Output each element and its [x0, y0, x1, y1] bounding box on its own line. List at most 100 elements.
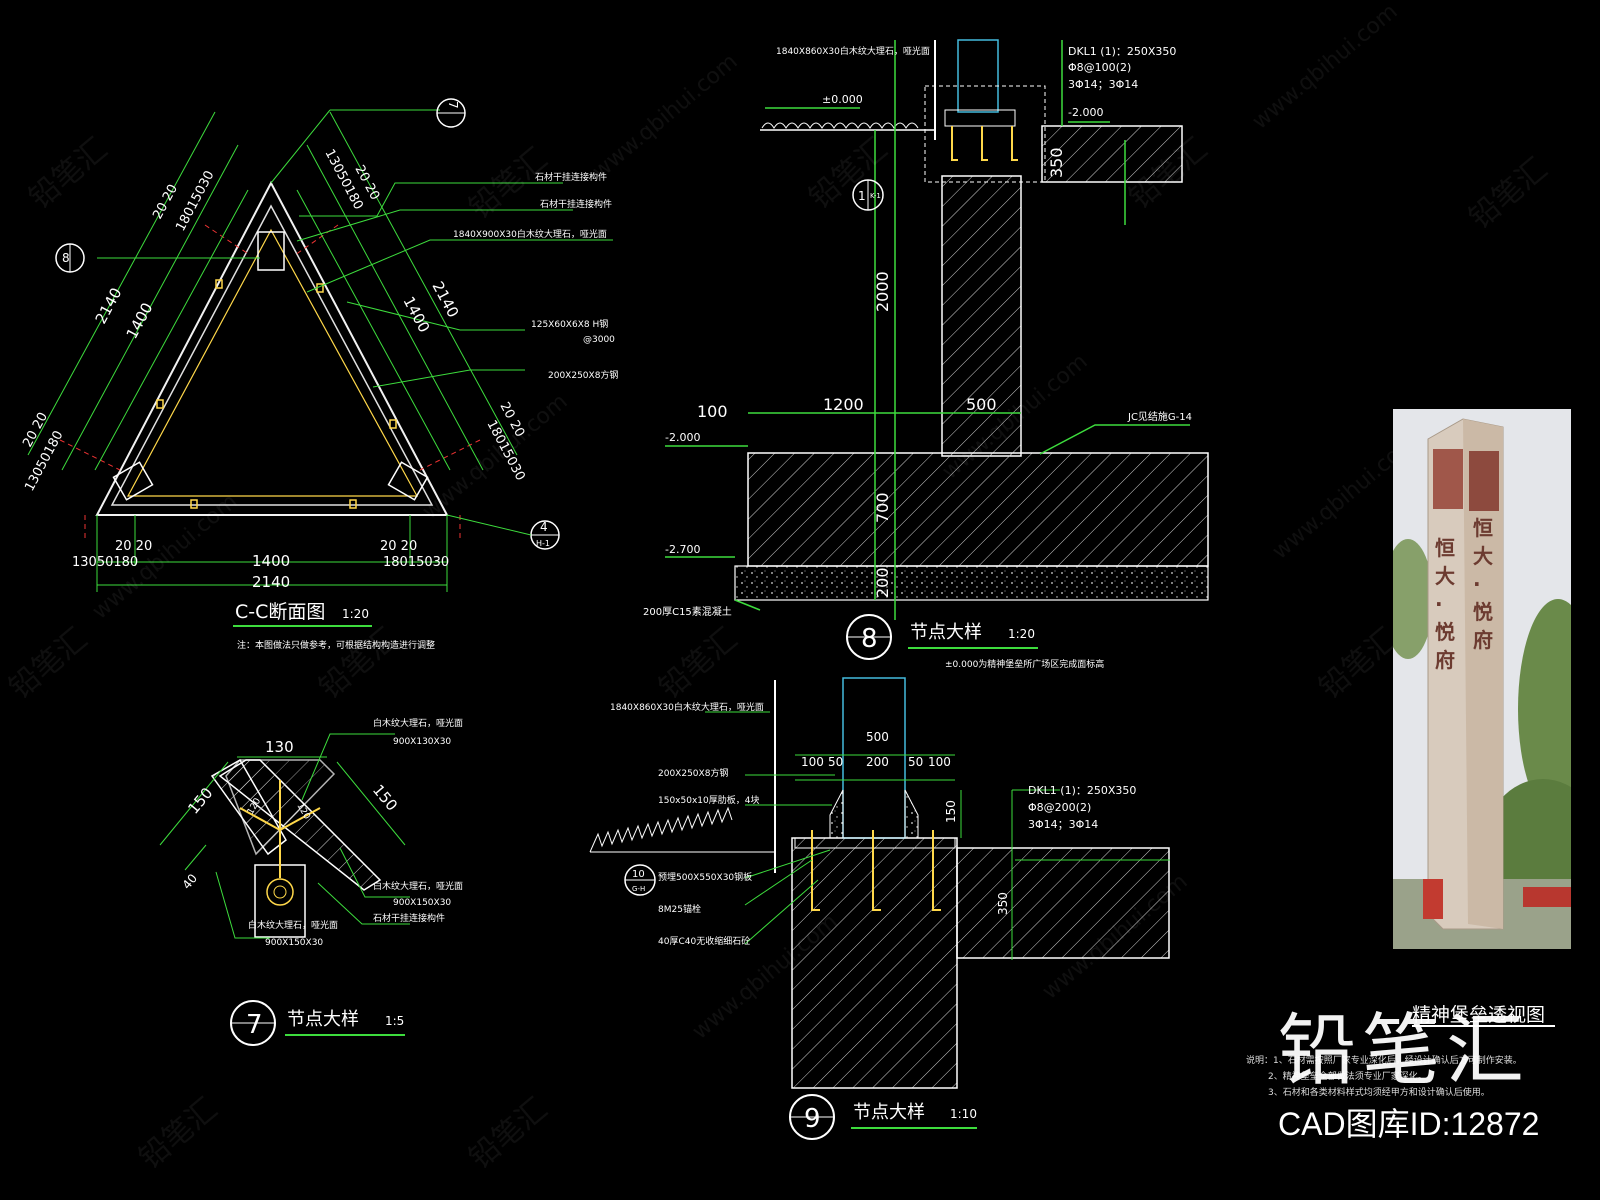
n9-dim-50b: 50	[908, 755, 923, 769]
svg-text:www.qbihui.com: www.qbihui.com	[418, 389, 573, 524]
note-3: 3、石材和各类材料样式均须经甲方和设计确认后使用。	[1268, 1088, 1490, 1098]
photo-caption: 精神堡垒透视图	[1412, 1004, 1546, 1026]
svg-text:铅笔汇: 铅笔汇	[463, 1091, 554, 1176]
dim-bottom-left-stack: 13050180	[72, 555, 138, 570]
pylon-illustration	[1393, 409, 1571, 949]
brand-id: CAD图库ID:12872	[1278, 1106, 1540, 1142]
n7-label-1: 白木纹大理石，哑光面	[373, 717, 463, 729]
svg-text:G-H: G-H	[632, 885, 645, 893]
cc-scale: 1:20	[342, 607, 369, 621]
n8-dim-700: 700	[873, 492, 892, 523]
dim-side-outer-left: 2140	[92, 285, 126, 327]
svg-text:1: 1	[858, 189, 866, 203]
svg-text:8: 8	[62, 251, 70, 265]
triangle-core	[126, 228, 419, 497]
dim-bottom-inner: 1400	[252, 552, 290, 570]
n8-dim-2000: 2000	[873, 271, 892, 312]
n9-dim-200: 200	[866, 755, 889, 769]
cc-title: C-C断面图	[235, 601, 325, 623]
n7-label-7: 900X150X30	[265, 938, 323, 948]
n8-jc: JC见结施G-14	[1127, 410, 1192, 423]
n7-dim-right: 150	[369, 781, 401, 815]
cc-label-4: 125X60X6X8 H钢	[531, 318, 608, 330]
n8-level0: ±0.000	[822, 93, 863, 106]
dim-side-outer-right: 2140	[428, 278, 462, 320]
node8: 1840X860X30白木纹大理石，哑光面 ±0.000 -2.000 -2.0…	[643, 39, 1209, 670]
svg-text:铅笔汇: 铅笔汇	[463, 141, 554, 226]
corner-steel-top	[257, 231, 285, 271]
callout-1-k1: 1 K-1	[852, 179, 884, 211]
n8-dim-100: 100	[697, 402, 728, 421]
dim-side-inner-right: 1400	[399, 293, 433, 335]
svg-text:铅笔汇: 铅笔汇	[1463, 151, 1554, 236]
n7-label-4: 900X150X30	[393, 898, 451, 908]
n7-label-3: 白木纹大理石，哑光面	[373, 880, 463, 892]
svg-text:www.qbihui.com: www.qbihui.com	[1248, 0, 1403, 135]
n8-dim-350: 350	[1047, 147, 1066, 178]
n9-scale: 1:10	[950, 1107, 977, 1121]
dim-bottom-right-stack: 18015030	[383, 555, 449, 570]
callout-4: 4 H-1	[446, 514, 560, 550]
perspective-photo: 恒大·悦府 恒大·悦府	[1393, 409, 1571, 949]
n9-label-2: 200X250X8方钢	[658, 767, 728, 779]
n9-label-1: 1840X860X30白木纹大理石，哑光面	[610, 701, 764, 713]
photo-caption-underline	[1412, 1025, 1555, 1027]
svg-text:7: 7	[446, 101, 460, 109]
dim-bottom-left-2020: 20 20	[115, 539, 152, 554]
n9-beam-2: Φ8@200(2)	[1028, 801, 1091, 814]
svg-text:铅笔汇: 铅笔汇	[3, 621, 94, 706]
n7-title: 节点大样	[287, 1009, 359, 1030]
dim-bottom-right-2020: 20 20	[380, 539, 417, 554]
corner-steel-left	[112, 461, 154, 501]
cc-note: 注：本图做法只做参考，可根据结构构造进行调整	[237, 639, 435, 651]
n8-number: 8	[861, 624, 878, 654]
n9-dim-50a: 50	[828, 755, 843, 769]
n8-level-m2: -2.000	[1068, 106, 1103, 119]
svg-text:H-1: H-1	[536, 539, 550, 548]
cc-label-3: 1840X900X30白木纹大理石，哑光面	[453, 228, 607, 240]
n9-label-3: 150x50x10厚肋板，4块	[658, 794, 759, 806]
n9-label-4: 预埋500X550X30钢板	[658, 871, 752, 883]
n7-dim-small: 40	[180, 871, 201, 892]
svg-text:铅笔汇: 铅笔汇	[133, 1091, 224, 1176]
svg-text:4: 4	[540, 520, 548, 534]
n8-dim-200: 200	[873, 567, 892, 598]
n7-dim-top: 130	[265, 738, 294, 756]
n8-beam-2: Φ8@100(2)	[1068, 61, 1131, 74]
svg-text:10: 10	[632, 869, 645, 880]
n8-level-m2b: -2.000	[665, 431, 700, 444]
n9-dim-150: 150	[944, 800, 958, 823]
note-2: 2、精神堡垒全部做法须专业厂家深化。	[1268, 1072, 1427, 1082]
n9-dim-500: 500	[866, 730, 889, 744]
svg-text:铅笔汇: 铅笔汇	[653, 621, 744, 706]
brand-logo-text: 铅笔汇	[1278, 1006, 1531, 1096]
dim-bottom-outer: 2140	[252, 573, 290, 591]
cc-label-6: 200X250X8方钢	[548, 369, 618, 381]
n7-label-6: 白木纹大理石，哑光面	[248, 919, 338, 931]
n8-beam-1: DKL1 (1)：250X350	[1068, 45, 1176, 58]
n9-dim-100b: 100	[928, 755, 951, 769]
callout-8: 8	[55, 243, 85, 273]
svg-text:K-1: K-1	[870, 192, 881, 200]
callout-7: 7	[436, 98, 466, 128]
svg-text:铅笔汇: 铅笔汇	[1313, 621, 1404, 706]
n7-number: 7	[246, 1010, 263, 1040]
cc-label-2: 石材干挂连接构件	[540, 198, 612, 210]
n8-title: 节点大样	[910, 622, 982, 643]
n9-dim-350: 350	[996, 892, 1010, 915]
callout-10-gh: 10 G-H	[624, 864, 656, 896]
n9-dim-100a: 100	[801, 755, 824, 769]
n8-dim-1200: 1200	[823, 395, 864, 414]
cc-label-1: 石材干挂连接构件	[535, 171, 607, 183]
corner-steel-right	[387, 461, 429, 501]
n8-concrete: 200厚C15素混凝土	[643, 605, 732, 618]
dim-top-left-2020: 20 20	[150, 182, 181, 222]
n8-scale: 1:20	[1008, 627, 1035, 641]
n9-label-6: 40厚C40无收缩细石砼	[658, 935, 750, 947]
sign-text-right: 恒大·悦府	[1473, 516, 1493, 652]
n8-top-label: 1840X860X30白木纹大理石，哑光面	[776, 45, 930, 57]
cc-label-5: @3000	[583, 335, 615, 345]
svg-text:www.qbihui.com: www.qbihui.com	[588, 49, 743, 184]
dim-side-inner-left: 1400	[123, 300, 157, 342]
n9-beam-1: DKL1 (1)：250X350	[1028, 784, 1136, 797]
